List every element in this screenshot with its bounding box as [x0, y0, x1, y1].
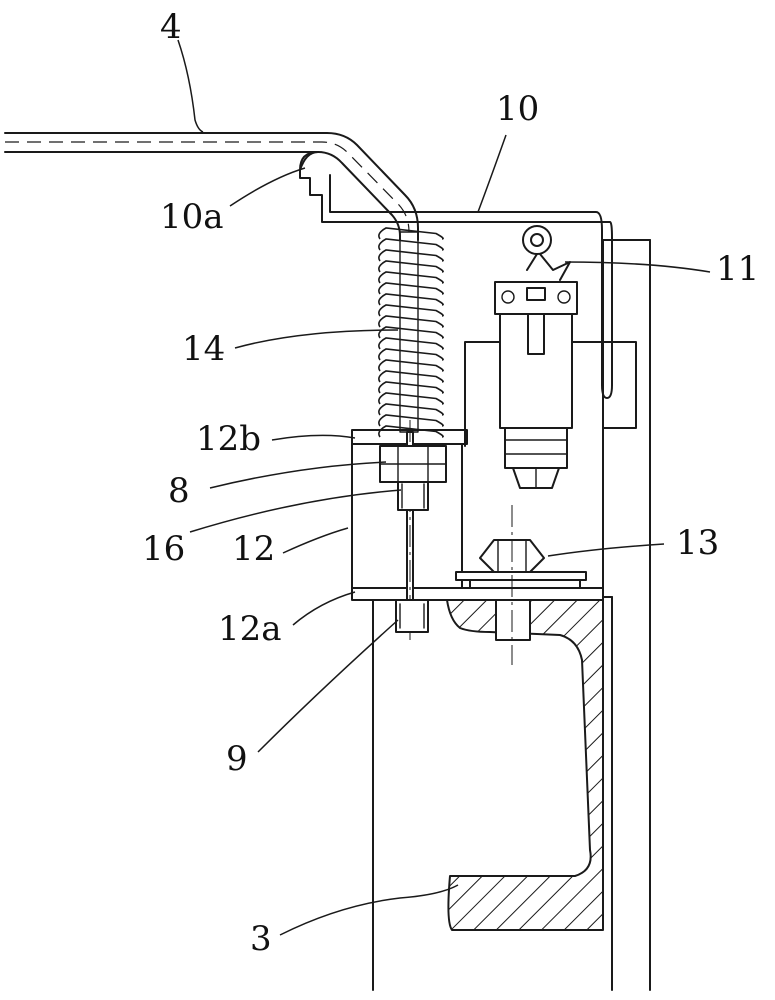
label-10: 10 [496, 89, 539, 129]
spring-coil [379, 327, 443, 338]
bolt-13 [456, 505, 586, 665]
label-9: 9 [226, 739, 248, 779]
label-10a: 10a [160, 197, 224, 237]
spring-coil [379, 272, 443, 283]
nut-9 [396, 600, 428, 632]
label-4: 4 [160, 7, 182, 47]
label-3: 3 [250, 919, 272, 959]
spring-coil [379, 338, 443, 349]
spring-coil [379, 283, 443, 294]
label-16: 16 [142, 529, 185, 569]
spring-coil [379, 239, 443, 250]
spring-coil [379, 294, 443, 305]
spring-coil [379, 415, 443, 426]
spring-coil [379, 349, 443, 360]
label-12b: 12b [196, 419, 261, 459]
spring-14 [379, 228, 443, 437]
spring-coil [379, 250, 443, 261]
label-14: 14 [182, 329, 225, 369]
spring-coil [379, 371, 443, 382]
label-13: 13 [676, 523, 719, 563]
limit-switch-11 [495, 226, 577, 488]
spring-coil [379, 316, 443, 327]
label-8: 8 [168, 471, 190, 511]
base-plate-12a [352, 588, 603, 600]
spring-coil [379, 228, 443, 239]
rail-profile-hatched [447, 600, 603, 930]
label-11: 11 [716, 249, 759, 289]
spring-coil [379, 360, 443, 371]
spring-coil [379, 261, 443, 272]
spring-coil [379, 305, 443, 316]
spring-coil [379, 382, 443, 393]
label-12a: 12a [218, 609, 282, 649]
spring-coil [379, 404, 443, 415]
label-12: 12 [232, 529, 275, 569]
spring-coil [379, 393, 443, 404]
